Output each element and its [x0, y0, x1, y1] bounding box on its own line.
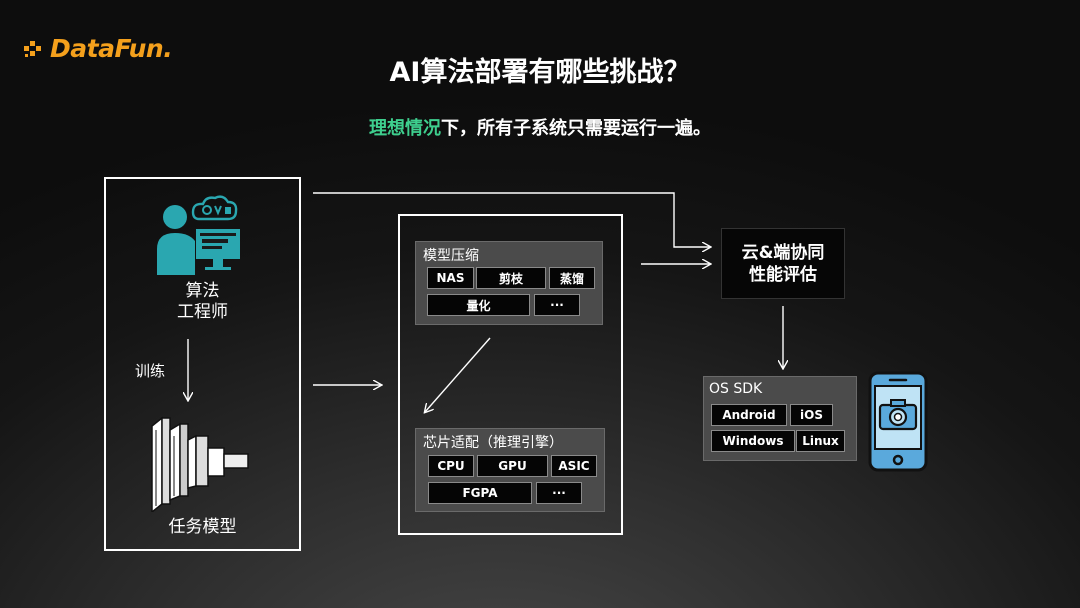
subtitle-highlight: 理想情况	[369, 118, 441, 139]
engineer-label-line1: 算法	[185, 281, 220, 301]
chip-asic: ASIC	[551, 455, 597, 477]
chip-android: Android	[711, 404, 787, 426]
chip-nas: NAS	[427, 267, 474, 289]
left-frame	[104, 177, 301, 551]
page-subtitle: 理想情况下，所有子系统只需要运行一遍。	[0, 114, 1080, 140]
arrow-compress-to-chip	[425, 337, 491, 412]
chip-ios: iOS	[790, 404, 833, 426]
cloud-eval-line1: 云&端协同	[741, 242, 825, 263]
page-title: AI算法部署有哪些挑战？	[389, 57, 691, 88]
compression-panel: 模型压缩 NAS 剪枝 蒸馏 量化 ···	[415, 241, 603, 325]
logo-icon	[24, 40, 41, 57]
chip-panel: 芯片适配（推理引擎） CPU GPU ASIC FGPA ···	[415, 428, 605, 512]
chip-quantization: 量化	[427, 294, 530, 316]
chip-cpu: CPU	[428, 455, 474, 477]
cloud-eval-box: 云&端协同 性能评估	[721, 228, 845, 299]
phone-camera-icon	[868, 371, 928, 472]
train-label: 训练	[135, 362, 166, 380]
compression-title: 模型压缩	[423, 248, 479, 264]
chip-more-hardware: ···	[536, 482, 582, 504]
os-sdk-title: OS SDK	[709, 381, 763, 397]
chip-gpu: GPU	[477, 455, 548, 477]
chip-windows: Windows	[711, 430, 795, 452]
chip-linux: Linux	[796, 430, 845, 452]
subtitle-rest: 下，所有子系统只需要运行一遍。	[441, 118, 711, 139]
chip-distillation: 蒸馏	[549, 267, 595, 289]
chip-pruning: 剪枝	[476, 267, 546, 289]
os-sdk-panel: OS SDK Android iOS Windows Linux	[703, 376, 857, 461]
engineer-label: 算法 工程师	[105, 281, 300, 323]
model-block-icon	[151, 416, 249, 512]
cloud-eval-line2: 性能评估	[749, 264, 817, 285]
model-label: 任务模型	[168, 517, 237, 537]
datafun-logo: DataFun.	[24, 34, 173, 63]
chip-title: 芯片适配（推理引擎）	[423, 435, 563, 451]
logo-text: DataFun.	[50, 34, 173, 63]
chip-fgpa: FGPA	[428, 482, 532, 504]
engineer-icon	[157, 195, 240, 275]
middle-frame	[398, 214, 623, 535]
engineer-label-line2: 工程师	[177, 302, 228, 322]
chip-more-compression: ···	[534, 294, 580, 316]
arrow-top-to-cloud	[313, 192, 710, 247]
